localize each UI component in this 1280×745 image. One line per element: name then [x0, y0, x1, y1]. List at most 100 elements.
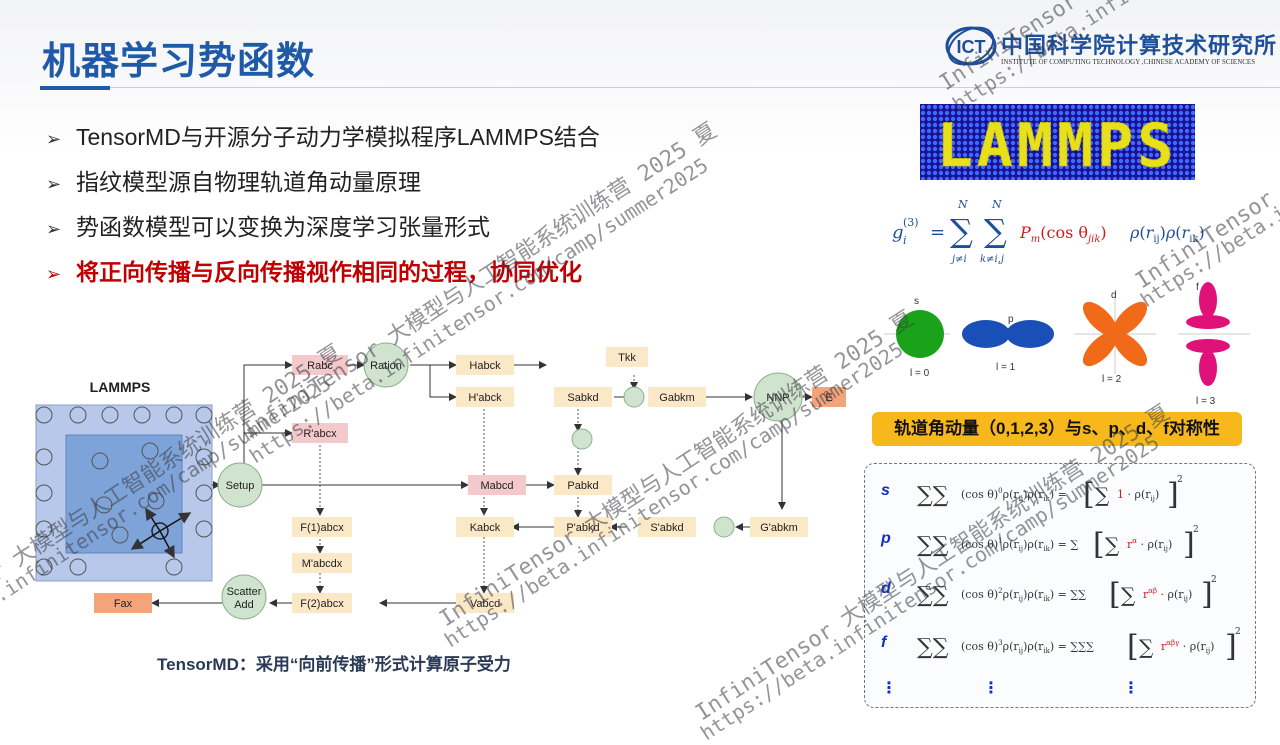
slide-title: 机器学习势函数 — [42, 41, 316, 83]
orbital-shapes-panel: s l = 0 p l = 1 d l = 2 f l = 3 — [878, 278, 1250, 408]
orbital-shapes: s l = 0 p l = 1 d l = 2 f l = 3 — [884, 282, 1250, 407]
svg-text:N: N — [957, 198, 968, 211]
svg-text:(cos θ)1ρ(rij)ρ(rik) = ∑: (cos θ)1ρ(rij)ρ(rik) = ∑ — [961, 537, 1078, 553]
fingerprint-formula: g i (3) = ∑ N j≠i ∑ N k≠i,j Pm(cos θjik)… — [892, 198, 1205, 265]
svg-text:∑: ∑ — [1139, 635, 1154, 659]
svg-text:∑∑: ∑∑ — [917, 635, 949, 660]
svg-text:[: [ — [1083, 477, 1095, 512]
lammps-banner: LAMMPS — [920, 104, 1195, 182]
svg-text:ρ(rij)ρ(rik): ρ(rij)ρ(rik) — [1129, 223, 1205, 245]
svg-text:g: g — [892, 222, 904, 243]
svg-text:[: [ — [1127, 629, 1139, 664]
svg-text:∑: ∑ — [984, 212, 1007, 250]
ict-logo: ICT 中国科学院计算技术研究所 INSTITUTE OF COMPUTING … — [945, 24, 1276, 74]
bullet-arrow-icon: ➢ — [46, 264, 62, 284]
svg-text:∑∑: ∑∑ — [917, 533, 949, 558]
svg-text:∑: ∑ — [950, 212, 973, 250]
s-orbital-icon — [896, 310, 944, 358]
svg-text:p: p — [1008, 314, 1014, 325]
bullet-text: 势函数模型可以变换为深度学习张量形式 — [76, 214, 490, 240]
svg-text:]: ] — [1225, 629, 1237, 664]
symmetry-formulas: ∑∑ (cos θ)0ρ(rij)ρ(rik) = [ ∑ 1 · ρ(rij)… — [917, 475, 1241, 664]
f-orbital-icon — [1186, 282, 1230, 386]
svg-text:rαβγ · ρ(rij): rαβγ · ρ(rij) — [1161, 639, 1214, 655]
title-accent-rule — [40, 86, 110, 90]
svg-text:rαβ · ρ(rij): rαβ · ρ(rij) — [1143, 587, 1192, 603]
node-p-abkd: Pabkd — [567, 480, 598, 492]
ellipsis: ⋮ — [983, 680, 999, 697]
node-h-abck: Habck — [469, 360, 501, 372]
tensormd-diagram: LAMMPS — [35, 342, 846, 620]
bullet-arrow-icon: ➢ — [46, 174, 62, 194]
title-divider — [110, 87, 1280, 88]
orbital-symmetry-banner: 轨道角动量（0,1,2,3）与s、p、d、f对称性 — [872, 412, 1242, 446]
symmetry-label-p: p — [881, 530, 891, 547]
svg-text:(3): (3) — [903, 216, 919, 229]
lammps-box-label: LAMMPS — [90, 379, 151, 395]
svg-text:s: s — [914, 296, 919, 307]
bullet-item: ➢ 势函数模型可以变换为深度学习张量形式 — [46, 208, 600, 253]
lammps-banner-text: LAMMPS — [937, 111, 1178, 180]
node-mp-abcdx: M'abcdx — [302, 558, 343, 570]
svg-text:∑: ∑ — [1121, 583, 1136, 607]
node-f1-abcx: F(1)abcx — [300, 522, 344, 534]
svg-text:i: i — [903, 234, 907, 247]
bullet-list: ➢TensorMD与开源分子动力学模拟程序LAMMPS结合 ➢指纹模型源自物理轨… — [46, 118, 600, 298]
svg-text:]: ] — [1183, 527, 1195, 562]
diagram-caption: TensorMD：采用“向前传播”形式计算原子受力 — [157, 655, 511, 674]
symmetry-label-f: f — [881, 634, 887, 651]
node-setup: Setup — [226, 480, 255, 492]
node-hp-abck: H'abck — [468, 392, 502, 404]
svg-text:j≠i: j≠i — [950, 254, 967, 265]
bullet-item: ➢TensorMD与开源分子动力学模拟程序LAMMPS结合 — [46, 118, 600, 163]
node-scatter: Scatter — [227, 586, 262, 598]
node-m-abcd: Mabcd — [480, 480, 513, 492]
svg-text:rα · ρ(rij): rα · ρ(rij) — [1127, 537, 1172, 553]
svg-text:∑: ∑ — [1095, 483, 1110, 507]
svg-text:(cos θ)3ρ(rij)ρ(rik) = ∑∑∑: (cos θ)3ρ(rij)ρ(rik) = ∑∑∑ — [961, 639, 1094, 655]
svg-text:(cos θ)2ρ(rij)ρ(rik) = ∑∑: (cos θ)2ρ(rij)ρ(rik) = ∑∑ — [961, 587, 1086, 603]
node-s-abkd: Sabkd — [567, 392, 598, 404]
bullet-arrow-icon: ➢ — [46, 219, 62, 239]
node-nnp: NNP — [766, 392, 789, 404]
svg-text:∑∑: ∑∑ — [917, 483, 949, 508]
svg-text:f: f — [1196, 282, 1199, 293]
bullet-text: 将正向传播与反向传播视作相同的过程，协同优化 — [76, 259, 582, 285]
node-gp-abkm: G'abkm — [760, 522, 798, 534]
node-f2-abcx: F(2)abcx — [300, 598, 344, 610]
ict-logo-mark: ICT — [957, 37, 986, 57]
bullet-item: ➢指纹模型源自物理轨道角动量原理 — [46, 163, 600, 208]
svg-text:=: = — [930, 222, 945, 243]
svg-text:2: 2 — [1193, 525, 1199, 535]
svg-text:2: 2 — [1177, 475, 1183, 485]
svg-text:2: 2 — [1235, 627, 1241, 637]
bullet-item-highlight: ➢ 将正向传播与反向传播视作相同的过程，协同优化 — [46, 253, 600, 298]
p-orbital-icon — [962, 320, 1010, 348]
svg-text:1 · ρ(rij): 1 · ρ(rij) — [1117, 488, 1159, 503]
svg-text:l = 2: l = 2 — [1102, 374, 1122, 385]
svg-text:(cos θ)0ρ(rij)ρ(rik) =: (cos θ)0ρ(rij)ρ(rik) = — [961, 487, 1067, 503]
svg-text:]: ] — [1201, 577, 1213, 612]
node-pp-abkd: P'abkd — [566, 522, 599, 534]
svg-text:k≠i,j: k≠i,j — [980, 254, 1004, 265]
bullet-text: TensorMD与开源分子动力学模拟程序LAMMPS结合 — [76, 124, 600, 150]
symmetry-label-d: d — [881, 580, 891, 597]
node-rp-abcx: R'abcx — [303, 428, 337, 440]
ict-name-en: INSTITUTE OF COMPUTING TECHNOLOGY ,CHINE… — [1001, 58, 1256, 66]
svg-text:l = 0: l = 0 — [910, 368, 930, 379]
lammps-banner-art: LAMMPS — [920, 104, 1195, 182]
ict-name-cn: 中国科学院计算技术研究所 — [1001, 33, 1278, 59]
node-fax: Fax — [114, 598, 133, 610]
node-e: E — [825, 392, 832, 404]
node-g-abkm: Gabkm — [659, 392, 694, 404]
svg-text:∑: ∑ — [1105, 533, 1120, 557]
svg-text:[: [ — [1093, 527, 1105, 562]
node-v-abcd: Vabcd — [470, 598, 500, 610]
svg-text:∑∑: ∑∑ — [917, 583, 949, 608]
symmetry-formulas-box: ∑∑ (cos θ)0ρ(rij)ρ(rik) = [ ∑ 1 · ρ(rij)… — [864, 463, 1256, 708]
svg-text:N: N — [991, 198, 1002, 211]
node-k-abck: Kabck — [470, 522, 501, 534]
svg-text:2: 2 — [1211, 575, 1217, 585]
svg-text:]: ] — [1167, 477, 1179, 512]
svg-text:l = 1: l = 1 — [996, 362, 1016, 373]
